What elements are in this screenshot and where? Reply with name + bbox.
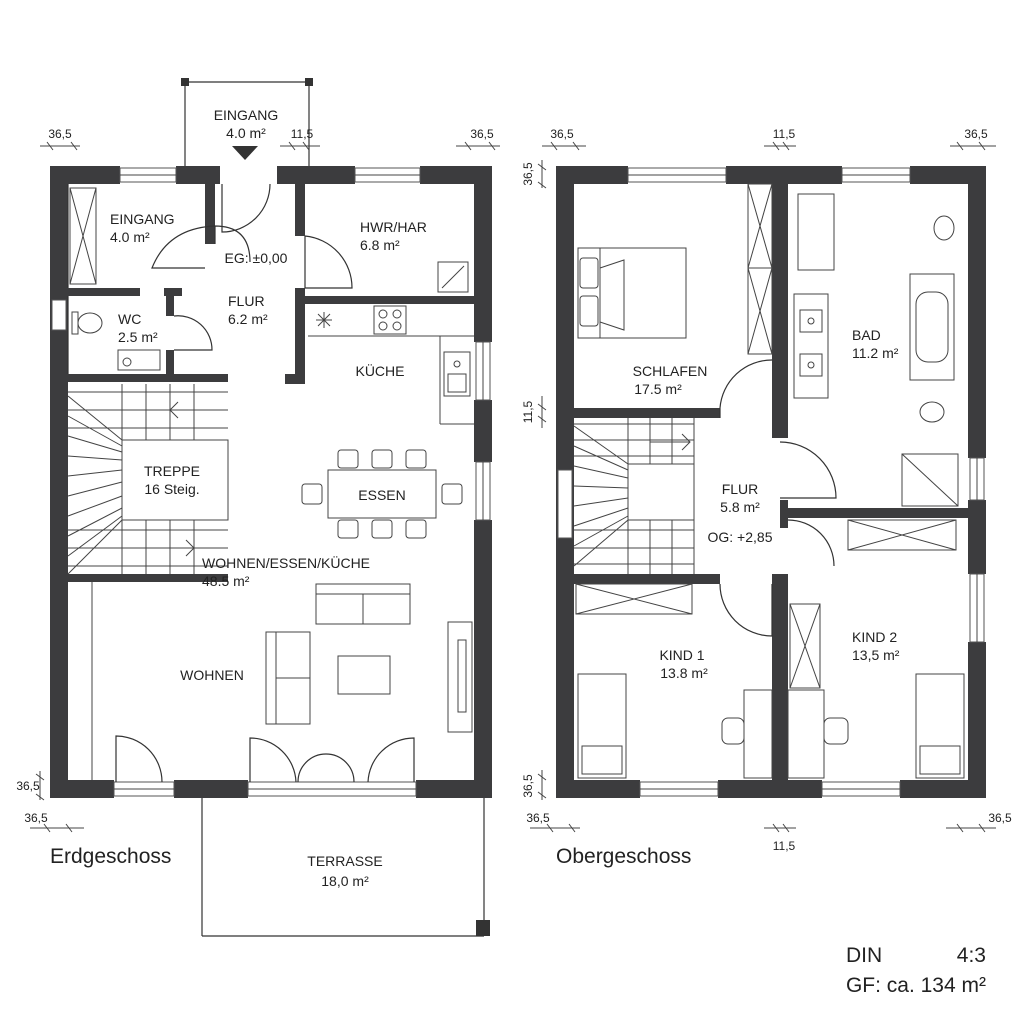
upper-doors — [719, 359, 837, 637]
dim-og-left-top: 36,5 — [550, 127, 574, 141]
sofa — [265, 583, 411, 725]
ground-stairs — [67, 384, 229, 575]
room-kind2-name: KIND 2 — [852, 629, 897, 645]
upper-windows — [557, 167, 985, 797]
dim-gf-mid-top: 11,5 — [291, 127, 314, 141]
tv-unit — [447, 621, 473, 733]
room-wc-area: 2.5 m² — [118, 329, 158, 345]
room-wek-area: 48.5 m² — [202, 573, 250, 589]
shower-icon — [901, 453, 959, 507]
room-flur-og-area: 5.8 m² — [720, 499, 760, 515]
wardrobe-kind2 — [789, 519, 957, 689]
room-flur-name: FLUR — [228, 293, 265, 309]
room-eingang-area: 4.0 m² — [110, 229, 150, 245]
dining-table — [301, 449, 463, 539]
dim-og-mid-top: 11,5 — [773, 127, 796, 141]
dim-gf-right-top: 36,5 — [470, 127, 494, 141]
ground-dimensions — [30, 141, 500, 833]
terrace — [201, 798, 490, 937]
ground-interior-walls — [67, 184, 474, 582]
entrance-canopy — [181, 78, 313, 168]
room-hwr-area: 6.8 m² — [360, 237, 400, 253]
fan-icon — [316, 312, 332, 328]
room-flur-og-name: FLUR — [722, 481, 759, 497]
dim-og-bottom-mid: 11,5 — [773, 839, 796, 853]
entrance-outside-name: EINGANG — [214, 107, 279, 123]
gf-area-label: GF: ca. 134 m² — [846, 974, 986, 997]
ground-level-label: EG: ±0,00 — [225, 250, 288, 266]
dim-og-left-v-top: 36,5 — [521, 162, 535, 186]
upper-interior-walls — [574, 184, 968, 780]
ground-floor-title: Erdgeschoss — [50, 845, 171, 868]
dim-og-left-v-bottom: 36,5 — [521, 774, 535, 798]
wardrobe-bedroom — [747, 183, 773, 355]
upper-floor-plan — [530, 141, 996, 833]
room-eingang-name: EINGANG — [110, 211, 175, 227]
room-schlafen-name: SCHLAFEN — [633, 363, 708, 379]
room-bad-area: 11.2 m² — [852, 345, 899, 361]
ground-floor-plan — [30, 78, 500, 937]
room-bad-name: BAD — [852, 327, 881, 343]
dim-og-bottom-right: 36,5 — [988, 811, 1012, 825]
room-terrasse-area: 18,0 m² — [321, 873, 369, 889]
dim-gf-left-bottom-h: 36,5 — [24, 811, 48, 825]
hob-icon — [373, 305, 407, 335]
kitchen-sink-icon — [443, 351, 471, 397]
ground-windows — [51, 167, 491, 797]
ground-doors — [115, 183, 415, 783]
room-schlafen-area: 17.5 m² — [634, 381, 682, 397]
dim-gf-left-top: 36,5 — [48, 127, 72, 141]
ratio-label: 4:3 — [957, 944, 986, 967]
bed-kind2 — [915, 673, 965, 779]
dim-og-left-v-mid: 11,5 — [521, 400, 535, 423]
upper-level-label: OG: +2,85 — [708, 529, 773, 545]
room-kind1-name: KIND 1 — [659, 647, 704, 663]
double-bed — [577, 247, 687, 339]
bath-sinks — [793, 293, 829, 399]
dim-og-bottom-left: 36,5 — [526, 811, 550, 825]
wardrobe-kind1 — [575, 583, 693, 615]
dim-gf-left-bottom-v: 36,5 — [16, 779, 40, 793]
bath-toilet-icon — [919, 215, 955, 423]
room-hwr-name: HWR/HAR — [360, 219, 427, 235]
room-kueche-name: KÜCHE — [355, 362, 404, 379]
room-wohnen-name: WOHNEN — [180, 667, 244, 683]
dim-og-right-top: 36,5 — [964, 127, 988, 141]
wc-toilet-icon — [71, 311, 103, 335]
upper-floor-title: Obergeschoss — [556, 845, 691, 868]
room-wc-name: WC — [118, 311, 141, 327]
ground-fixtures — [69, 187, 474, 780]
room-terrasse-name: TERRASSE — [307, 853, 382, 869]
desks — [721, 689, 849, 779]
room-wek-name: WOHNEN/ESSEN/KÜCHE — [202, 554, 370, 571]
room-treppe-detail: 16 Steig. — [144, 481, 199, 497]
room-essen-name: ESSEN — [358, 487, 405, 503]
bed-kind1 — [577, 673, 627, 779]
room-flur-area: 6.2 m² — [228, 311, 268, 327]
entrance-outside-area: 4.0 m² — [226, 125, 266, 141]
room-kind1-area: 13.8 m² — [660, 665, 708, 681]
upper-fixtures — [575, 183, 965, 779]
room-kind2-area: 13,5 m² — [852, 647, 900, 663]
din-label: DIN — [846, 944, 882, 967]
upper-stairs — [573, 418, 695, 574]
room-treppe-name: TREPPE — [144, 463, 200, 479]
upper-dimensions — [530, 141, 996, 833]
bathtub-icon — [909, 273, 955, 381]
entrance-arrow-icon — [232, 146, 258, 160]
